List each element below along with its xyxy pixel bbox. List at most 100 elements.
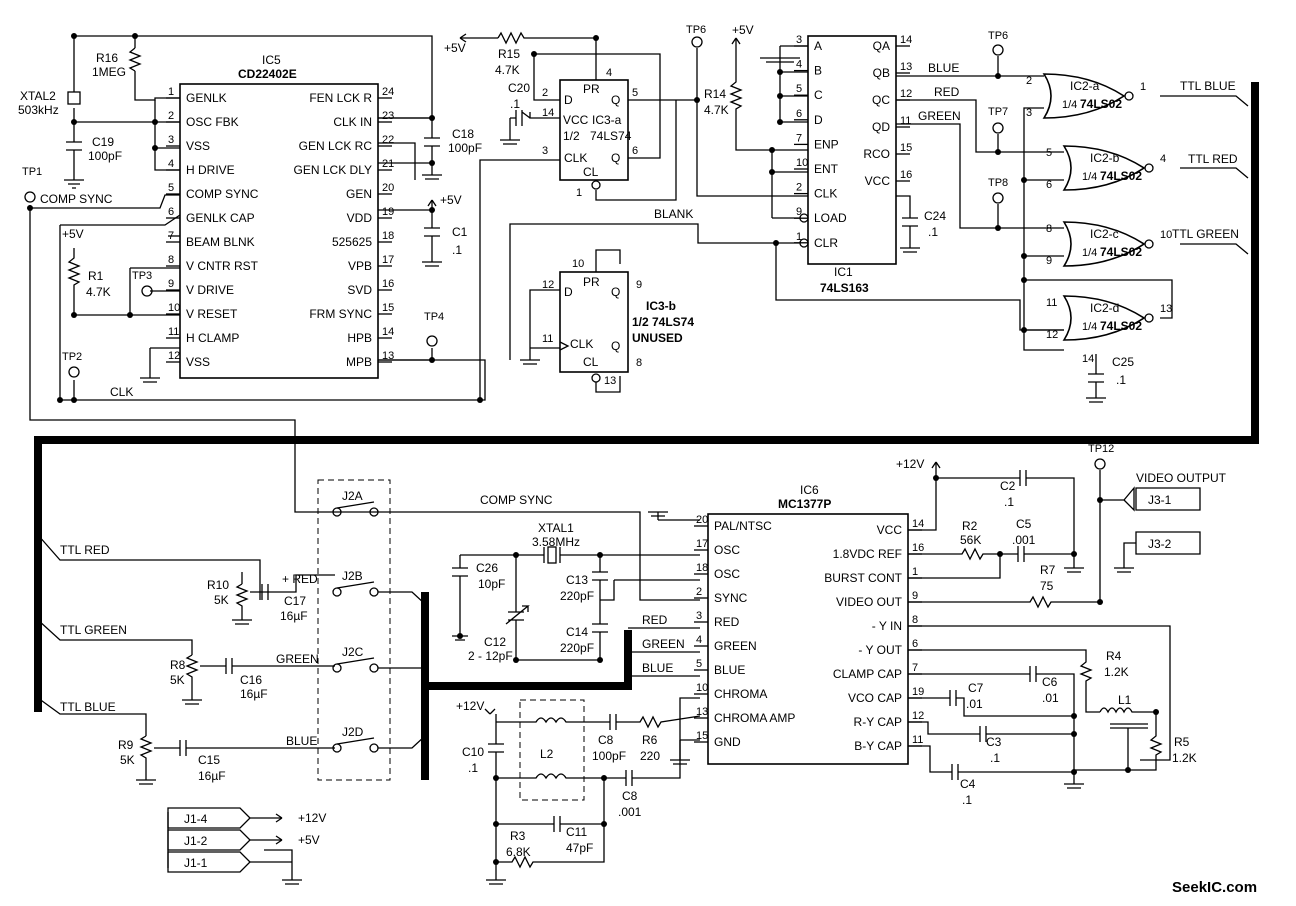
power-5v-ic1: +5V: [732, 23, 754, 37]
ic1-right-pin-label: VCC: [865, 174, 891, 188]
ic6-right-pin-label: VCO CAP: [848, 691, 902, 705]
ic3a-n-cl: 1: [576, 187, 582, 199]
r8-ref: R8: [170, 658, 186, 672]
power-5v-r1: +5V: [62, 227, 84, 241]
ic6-right-pin-num: 19: [912, 686, 924, 698]
c16-val: 16µF: [240, 687, 268, 701]
testpoints: TP1 TP2 TP3 TP4 TP6 TP6 TP7 TP8 TP12: [22, 24, 1114, 470]
junction-dot: [777, 69, 783, 75]
j1-arrow: [250, 835, 283, 845]
ic5-left-pin-label: H DRIVE: [186, 163, 235, 177]
ic5-right-pin-num: 19: [382, 206, 394, 218]
net-red-plus: + RED: [282, 572, 318, 586]
junction-dot: [601, 821, 607, 827]
ic1-left-pin-num: 10: [796, 157, 808, 169]
net-comp-sync-j2: COMP SYNC: [480, 493, 553, 507]
ic1-ref: IC1: [834, 265, 853, 279]
j2-pin: [332, 663, 342, 673]
nor-gate-body: [1062, 295, 1146, 341]
c17-ref: C17: [284, 594, 306, 608]
r1-ref: R1: [88, 269, 104, 283]
c13-ref: C13: [566, 573, 588, 587]
main-bus: [34, 82, 1259, 712]
ic3a-part: 74LS74: [590, 129, 632, 143]
c10-val: .1: [468, 761, 478, 775]
ic5-left-pin-num: 9: [168, 278, 174, 290]
nor-gate-in2: 6: [1046, 179, 1052, 191]
ic5-right-pin-label: VPB: [348, 259, 372, 273]
wire-ttl-green: [1180, 243, 1249, 255]
nor-gate-in2: 9: [1046, 255, 1052, 267]
ground-symbol: [64, 179, 84, 189]
j2-label: J2C: [342, 645, 364, 659]
nor-gate-out: 1: [1140, 81, 1146, 93]
j1-arrow: [250, 813, 283, 823]
ic6-part: MC1377P: [778, 497, 831, 511]
junction-dot: [457, 633, 463, 639]
ic5-right-pin-num: 23: [382, 110, 394, 122]
ic5-right-pin-label: FRM SYNC: [309, 307, 372, 321]
r16-symbol: [128, 47, 142, 72]
l2-outline: [519, 699, 585, 801]
junction-dot: [27, 205, 33, 211]
c26-symbol: [452, 555, 468, 641]
ic1-body: [807, 35, 897, 265]
c5-val: .001: [1012, 533, 1036, 547]
ic6-left-pin-label: BLUE: [714, 663, 745, 677]
junction-dot: [773, 240, 779, 246]
c25-symbol: [1086, 354, 1106, 403]
ic1-left-pin-label: LOAD: [814, 211, 847, 225]
wire-ttl-green-in: [37, 619, 193, 655]
wire: [60, 214, 181, 226]
wire-ttl-blue: [1160, 95, 1249, 107]
r14-ref: R14: [704, 87, 726, 101]
nor-gate-out: 4: [1160, 153, 1166, 165]
ic6-right-pin-num: 12: [912, 710, 924, 722]
ic6-right-pin-num: 7: [912, 662, 918, 674]
junction-dot: [777, 93, 783, 99]
ic1-right-pin-label: QC: [872, 93, 890, 107]
tp7: [992, 122, 1004, 134]
ic1-right-pin-label: QA: [873, 39, 890, 53]
nor-gate-body: [1042, 73, 1126, 119]
wire-blank: [509, 223, 800, 360]
ic5-right-pin-label: VDD: [347, 211, 373, 225]
nor-gate-ref: IC2-a: [1070, 79, 1100, 93]
r7-val: 75: [1040, 579, 1054, 593]
ic5-left-pin-num: 5: [168, 182, 174, 194]
watermark: SeekIC.com: [1172, 879, 1257, 896]
net-ttl-green-in: TTL GREEN: [60, 623, 127, 637]
ic5-left-pin-label: V RESET: [186, 307, 238, 321]
ic1-left-pin-label: CLK: [814, 187, 837, 201]
ic3b-pr: PR: [583, 275, 600, 289]
c25-val: .1: [1116, 373, 1126, 387]
net-ttl-blue: TTL BLUE: [1180, 79, 1236, 93]
ic5-left-pin-label: GENLK: [186, 91, 227, 105]
ic1-right-pin-num: 12: [900, 88, 912, 100]
c7-ref: C7: [968, 681, 984, 695]
ic6-body: [707, 513, 909, 765]
wire-green: [896, 123, 1064, 229]
r7-video: [908, 470, 1101, 609]
wire-comp-sync: [30, 194, 180, 209]
load-bubble: [799, 213, 809, 223]
nor-gate-out: 13: [1160, 303, 1172, 315]
junction-dot: [597, 552, 603, 558]
ic6-left-pin-label: PAL/NTSC: [714, 519, 772, 533]
junction-dot: [531, 51, 537, 57]
ic1-right-pin-label: QB: [873, 66, 890, 80]
r9-val: 5K: [120, 753, 135, 767]
net-ttl-blue-in: TTL BLUE: [60, 700, 116, 714]
ic6-left-pin-label: OSC: [714, 567, 740, 581]
junction-dot: [429, 115, 435, 121]
clr-bubble: [799, 238, 809, 248]
r2-val: 56K: [960, 533, 981, 547]
c26-ref: C26: [476, 561, 498, 575]
xtal1-symbol: [547, 546, 557, 564]
ic3a-n-q: 5: [632, 87, 638, 99]
ic5-right-pin-num: 21: [382, 158, 394, 170]
nor-gate-in1: 2: [1026, 75, 1032, 87]
c8b-val: .001: [618, 805, 642, 819]
ic6-right-pin-label: 1.8VDC REF: [833, 547, 902, 561]
